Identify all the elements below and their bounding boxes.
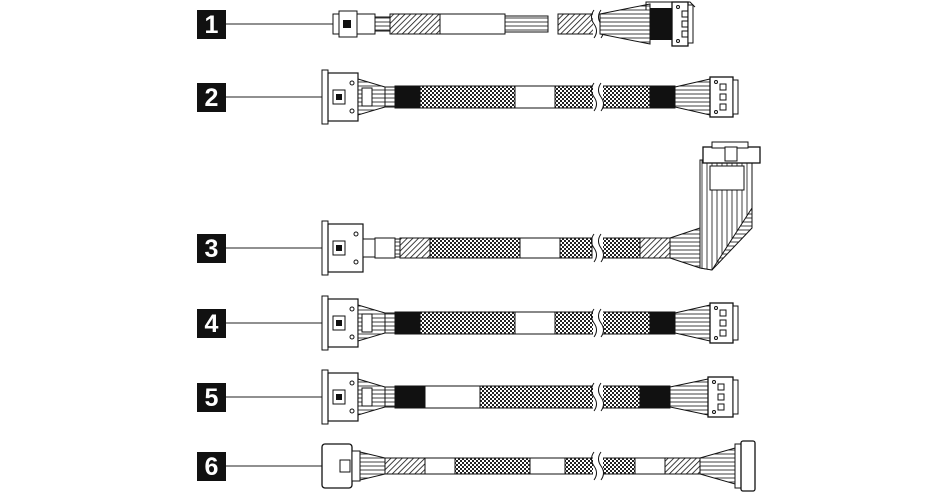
- length-break-icon: [591, 233, 604, 263]
- left-connector: [321, 220, 376, 276]
- cable-sleeve-segment: [384, 86, 396, 108]
- cable-sleeve-segment: [394, 238, 401, 258]
- cable-sleeve-segment: [419, 85, 516, 109]
- cable-sleeve-segment: [554, 85, 596, 109]
- right-connector: [699, 440, 756, 492]
- callout-number: 1: [205, 11, 219, 39]
- left-connector: [321, 295, 386, 351]
- length-break-icon: [591, 308, 604, 338]
- cable-6: 6: [197, 440, 756, 492]
- right-connector: [599, 1, 696, 47]
- cable-sleeve-segment: [649, 311, 676, 335]
- left-connector: [321, 69, 386, 125]
- callout-box: [197, 309, 226, 338]
- cable-sleeve-segment: [394, 311, 421, 335]
- cable-sleeve-segment: [424, 457, 456, 475]
- length-break-icon: [591, 382, 604, 412]
- cable-4: 4: [197, 295, 739, 351]
- cable-sleeve-segment: [601, 385, 641, 409]
- callout-box: [197, 234, 226, 263]
- cable-sleeve-segment: [529, 457, 566, 475]
- length-break-icon: [591, 82, 604, 112]
- cable-sleeve-segment: [601, 311, 651, 335]
- cable-sleeve-segment: [504, 15, 549, 33]
- cable-3: 3: [197, 141, 761, 276]
- callout-box: [197, 452, 226, 481]
- callout-label: 3: [197, 234, 226, 263]
- cable-sleeve-segment: [454, 457, 531, 475]
- callout-box: [197, 383, 226, 412]
- left-connector: [332, 10, 376, 38]
- callout-number: 5: [205, 384, 219, 412]
- cable-sleeve-segment: [601, 237, 641, 259]
- right-connector: [669, 376, 739, 418]
- callout-box: [197, 83, 226, 112]
- callout-label: 4: [197, 309, 226, 338]
- right-connector: [674, 302, 739, 344]
- cable-sleeve-segment: [384, 457, 426, 475]
- cable-sleeve-segment: [519, 237, 561, 259]
- cable-sleeve-segment: [479, 385, 596, 409]
- cable-sleeve-segment: [384, 386, 396, 408]
- callout-box: [197, 10, 226, 39]
- cable-sleeve-segment: [399, 237, 431, 259]
- cable-sleeve-segment: [564, 457, 596, 475]
- cable-5: 5: [197, 369, 739, 425]
- cable-sleeve-segment: [639, 237, 671, 259]
- callout-label: 2: [197, 83, 226, 112]
- cable-sleeve-segment: [429, 237, 521, 259]
- callout-number: 2: [205, 84, 219, 112]
- callout-number: 4: [205, 310, 219, 338]
- right-connector: [674, 76, 739, 118]
- cable-sleeve-segment: [374, 16, 391, 32]
- cable-2: 2: [197, 69, 739, 125]
- cable-sleeve-segment: [514, 85, 556, 109]
- callout-label: 5: [197, 383, 226, 412]
- cable-sleeve-segment: [419, 311, 516, 335]
- length-break-icon: [591, 451, 604, 481]
- cable-sleeve-segment: [664, 457, 701, 475]
- cable-sleeve-segment: [514, 311, 556, 335]
- callout-label: 6: [197, 452, 226, 481]
- cable-sleeve-segment: [389, 13, 441, 35]
- cable-sleeve-segment: [394, 85, 421, 109]
- cable-sleeve-segment: [384, 312, 396, 334]
- cable-sleeve-segment: [634, 457, 666, 475]
- left-connector: [321, 369, 386, 425]
- cable-sleeve-segment: [424, 385, 481, 409]
- cable-sleeve-segment: [559, 237, 593, 259]
- cable-sleeve-segment: [601, 85, 651, 109]
- cable-sleeve-segment: [394, 385, 426, 409]
- cable-sleeve-segment: [639, 385, 671, 409]
- cable-sleeve-segment: [374, 237, 396, 259]
- cable-sleeve-segment: [601, 457, 636, 475]
- cable-1: 1: [197, 1, 696, 47]
- callout-number: 3: [205, 235, 219, 263]
- cable-sleeve-segment: [649, 85, 676, 109]
- cable-sleeve-segment: [439, 13, 506, 35]
- callout-number: 6: [205, 453, 219, 481]
- cable-sleeve-segment: [554, 311, 596, 335]
- right-connector: [669, 141, 761, 271]
- left-connector: [321, 443, 386, 489]
- callout-label: 1: [197, 10, 226, 39]
